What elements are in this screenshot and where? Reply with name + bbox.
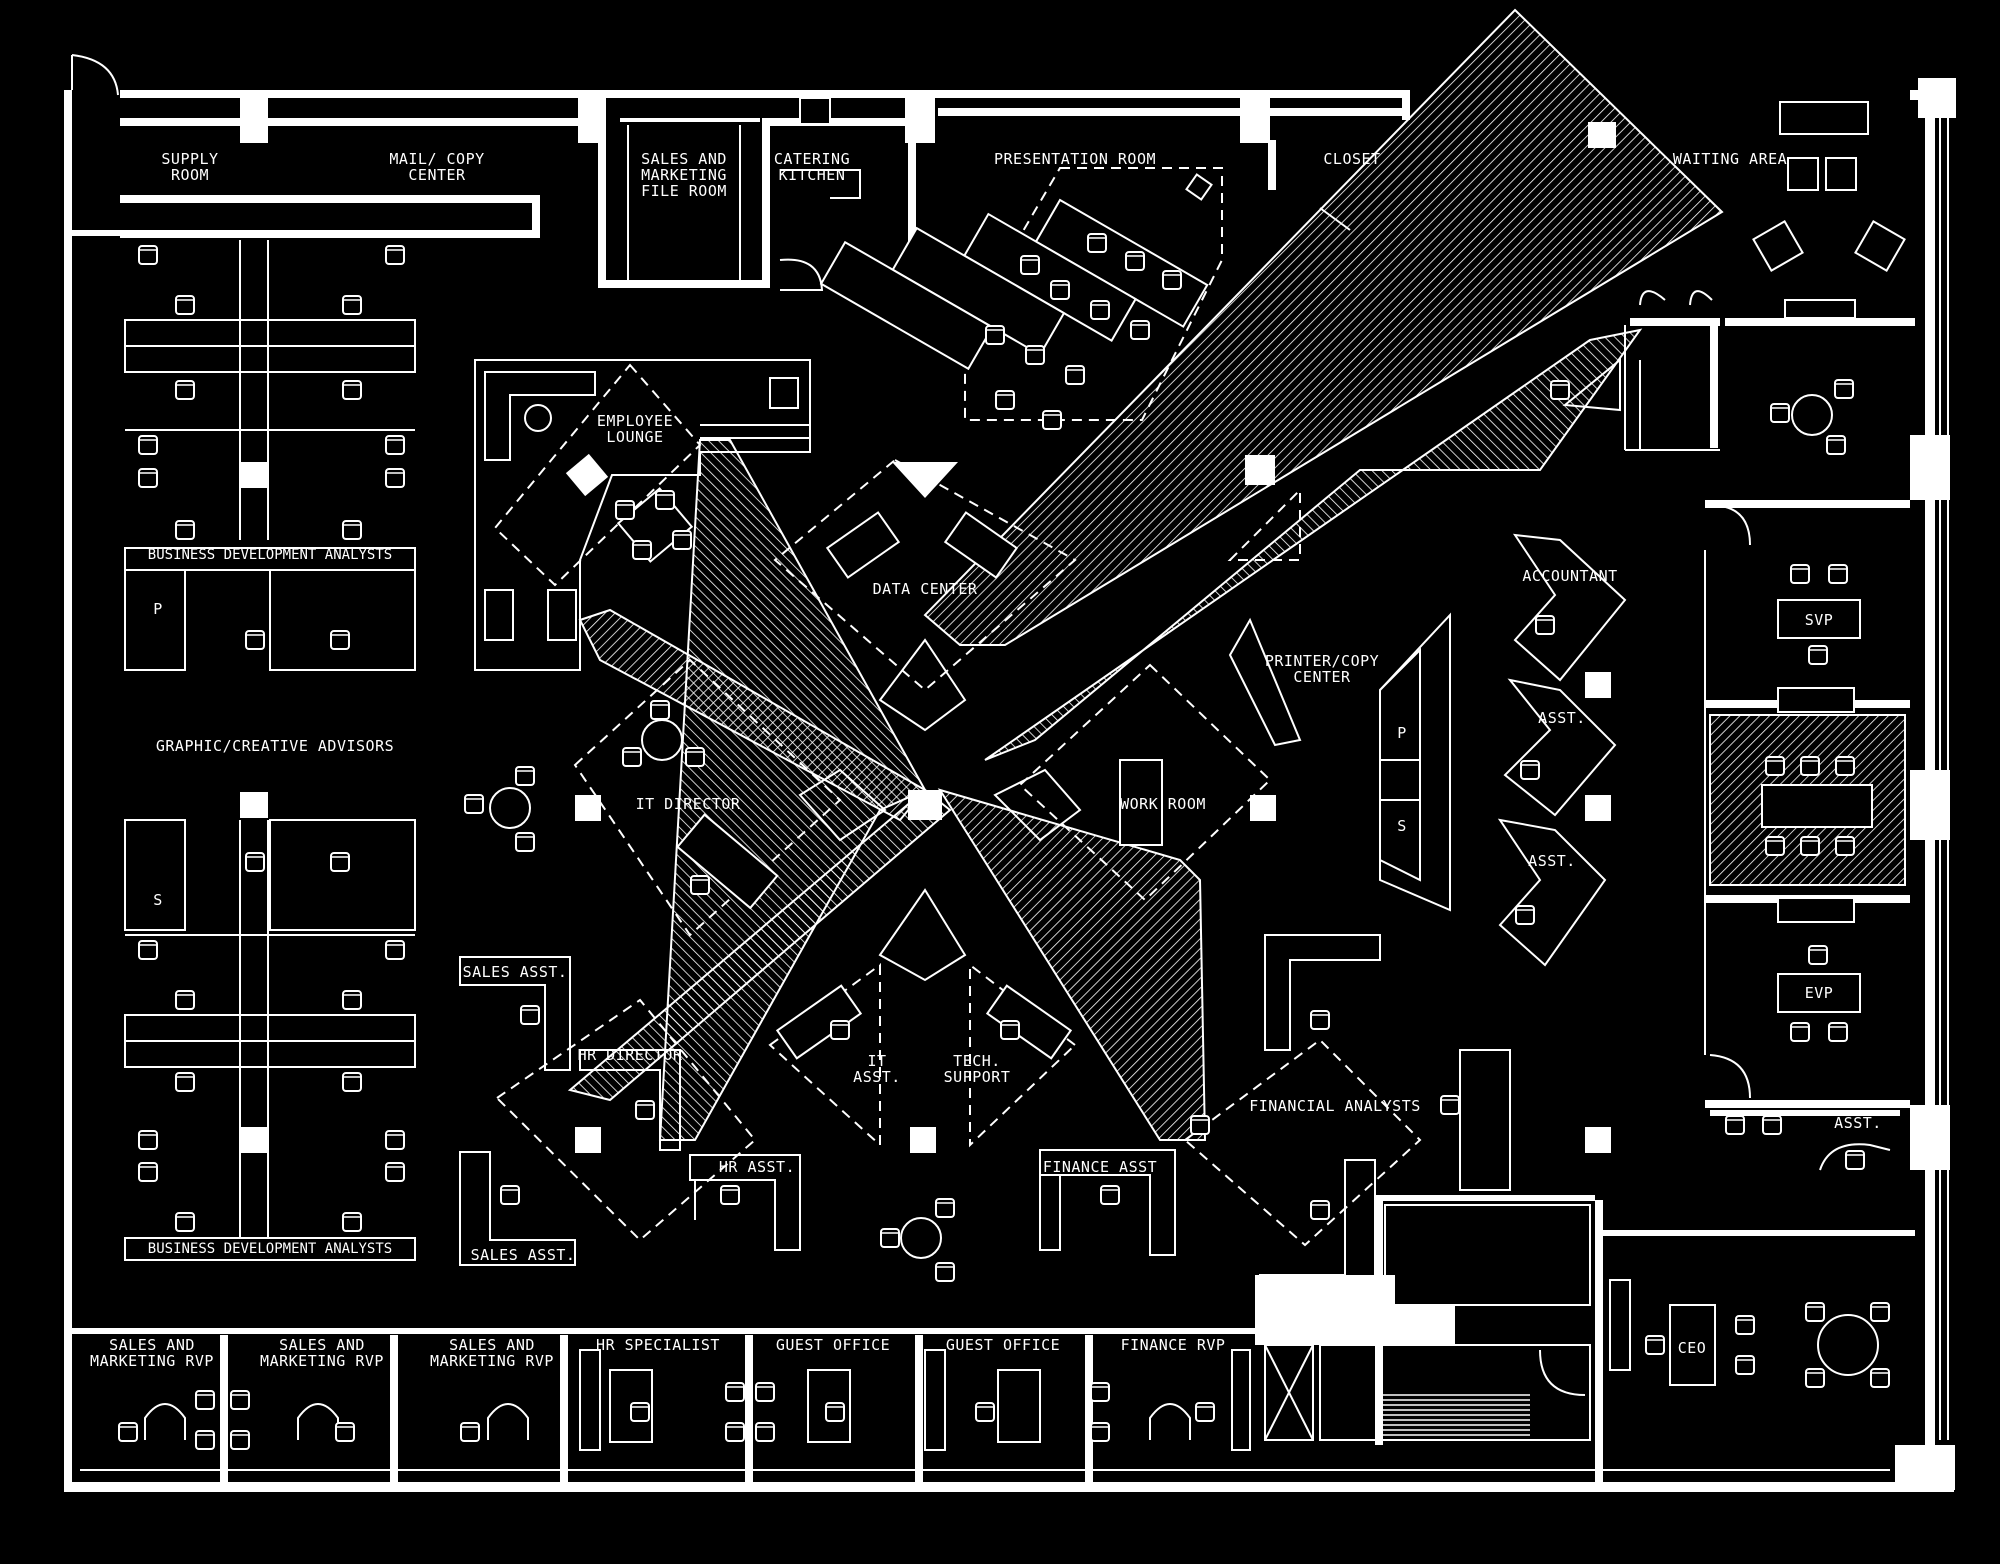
label-hr-director: HR DIRECTOR xyxy=(578,1046,683,1064)
label-sales-asst-bottom: SALES ASST. xyxy=(471,1246,576,1264)
employee-lounge xyxy=(474,359,811,671)
data-center xyxy=(773,458,1077,692)
it-support-area xyxy=(768,962,1077,1148)
meeting-table-upper-right xyxy=(1770,379,1854,455)
label-s-2: S xyxy=(1397,817,1407,835)
label-office-4: HR SPECIALIST xyxy=(596,1336,720,1354)
exterior-walls xyxy=(64,54,1956,1492)
printer-accounting-area xyxy=(1228,357,1627,967)
label-exec-asst: ASST. xyxy=(1834,1114,1882,1132)
label-work-room: WORK ROOM xyxy=(1120,795,1206,813)
ceo-office xyxy=(1595,1200,1915,1490)
label-p-2: P xyxy=(1397,724,1407,742)
structural-columns xyxy=(240,98,1616,1153)
label-svp: SVP xyxy=(1805,611,1834,629)
sales-hr-area xyxy=(459,956,801,1266)
label-tech-support: TECH.SUPPORT xyxy=(944,1052,1011,1086)
label-asst-2: ASST. xyxy=(1528,852,1576,870)
label-office-7: FINANCE RVP xyxy=(1121,1336,1226,1354)
label-asst-1: ASST. xyxy=(1538,709,1586,727)
center-offices xyxy=(464,487,1301,1282)
label-presentation-room: PRESENTATION ROOM xyxy=(994,150,1156,168)
label-ceo: CEO xyxy=(1678,1339,1707,1357)
label-data-center: DATA CENTER xyxy=(873,580,978,598)
label-bda-bottom: BUSINESS DEVELOPMENT ANALYSTS xyxy=(148,1241,392,1257)
label-accountant: ACCOUNTANT xyxy=(1522,567,1617,585)
label-p-1: P xyxy=(153,600,163,618)
finance-area xyxy=(1039,934,1511,1291)
label-waiting-area: WAITING AREA xyxy=(1673,150,1787,168)
label-financial-analysts: FINANCIAL ANALYSTS xyxy=(1249,1097,1421,1115)
executive-offices xyxy=(1704,500,1910,1171)
label-bda-top: BUSINESS DEVELOPMENT ANALYSTS xyxy=(148,547,392,563)
label-graphic-creative: GRAPHIC/CREATIVE ADVISORS xyxy=(156,737,394,755)
stair-core xyxy=(1255,1195,1595,1445)
label-sales-asst-top: SALES ASST. xyxy=(463,963,568,981)
label-office-5: GUEST OFFICE xyxy=(776,1336,890,1354)
label-hr-asst: HR ASST. xyxy=(719,1158,795,1176)
label-finance-asst: FINANCE ASST xyxy=(1043,1158,1157,1176)
waiting-area xyxy=(1624,101,1915,451)
bottom-office-row xyxy=(70,1328,1255,1485)
diagonal-corridors xyxy=(567,8,1724,1141)
label-it-director: IT DIRECTOR xyxy=(636,795,741,813)
label-evp: EVP xyxy=(1805,984,1834,1002)
top-service-rooms xyxy=(120,97,1410,293)
presentation-room xyxy=(819,167,1223,430)
label-closet: CLOSET xyxy=(1323,150,1380,168)
workstations-left xyxy=(124,240,416,1261)
label-s-1: S xyxy=(153,891,163,909)
label-office-6: GUEST OFFICE xyxy=(946,1336,1060,1354)
